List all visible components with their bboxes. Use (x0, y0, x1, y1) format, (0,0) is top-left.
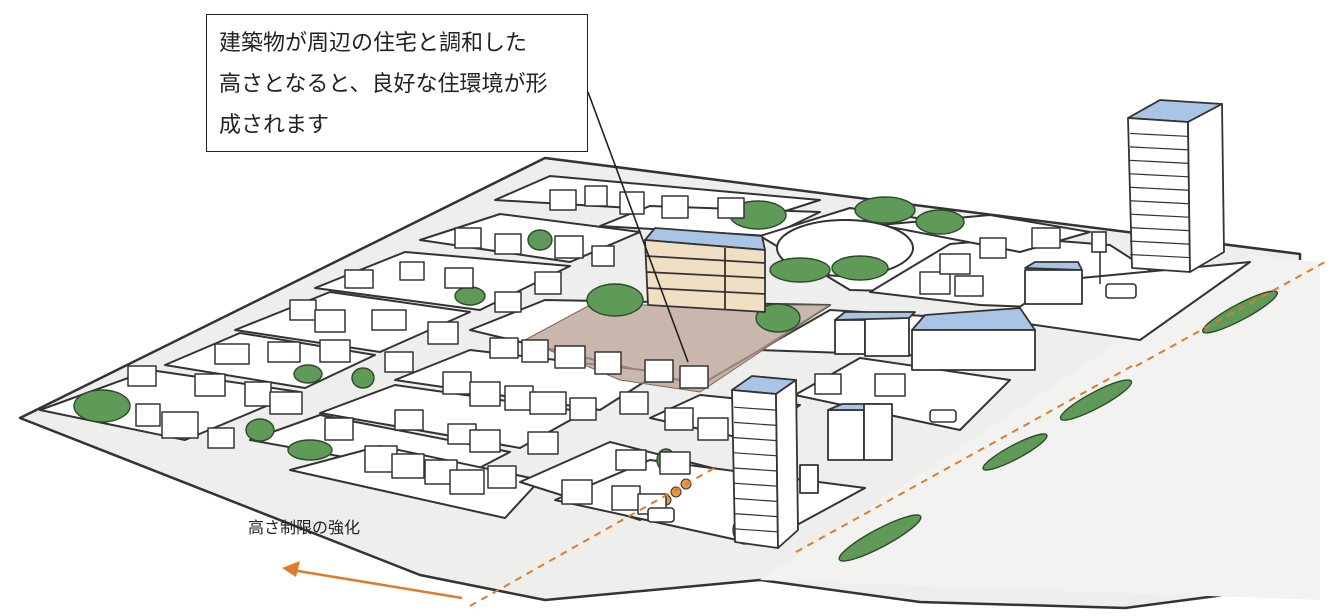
tower-buildings (731, 99, 1225, 549)
callout-pointer (587, 91, 689, 363)
floor-line (1129, 146, 1190, 151)
floor-line (733, 467, 778, 472)
floor-line (733, 528, 778, 533)
callout-line-3: 成されます (219, 113, 330, 138)
floor-line (733, 437, 778, 442)
floor-line (1129, 227, 1190, 232)
callout-box: 建築物が周辺の住宅と調和した 高さとなると、良好な住環境が形 成されます (206, 14, 588, 152)
floor-line (733, 421, 778, 426)
mid-rise-building (644, 227, 766, 313)
floor-line (1129, 200, 1190, 205)
floor-line (733, 513, 778, 518)
floor-line (733, 482, 778, 487)
height-limit-boundary (469, 261, 1326, 607)
floor-line (1129, 253, 1190, 259)
trees (73, 196, 1278, 562)
direction-arrow (282, 561, 463, 600)
floor-line (1129, 173, 1190, 178)
floor-line (733, 452, 778, 457)
floor-line (733, 497, 778, 502)
callout-line-2: 高さとなると、良好な住環境が形 (219, 72, 548, 97)
floor-line (733, 406, 778, 411)
houses (127, 185, 1061, 515)
height-restriction-caption: 高さ制限の強化 (248, 518, 361, 537)
commercial-buildings (827, 261, 1083, 461)
floor-line (1129, 213, 1190, 218)
street-furniture (647, 231, 1137, 523)
floor-line (1129, 132, 1190, 138)
floor-line (1129, 159, 1190, 164)
floor-line (1129, 240, 1190, 245)
callout-line-1: 建築物が周辺の住宅と調和した (219, 31, 528, 56)
floor-line (1129, 186, 1190, 191)
